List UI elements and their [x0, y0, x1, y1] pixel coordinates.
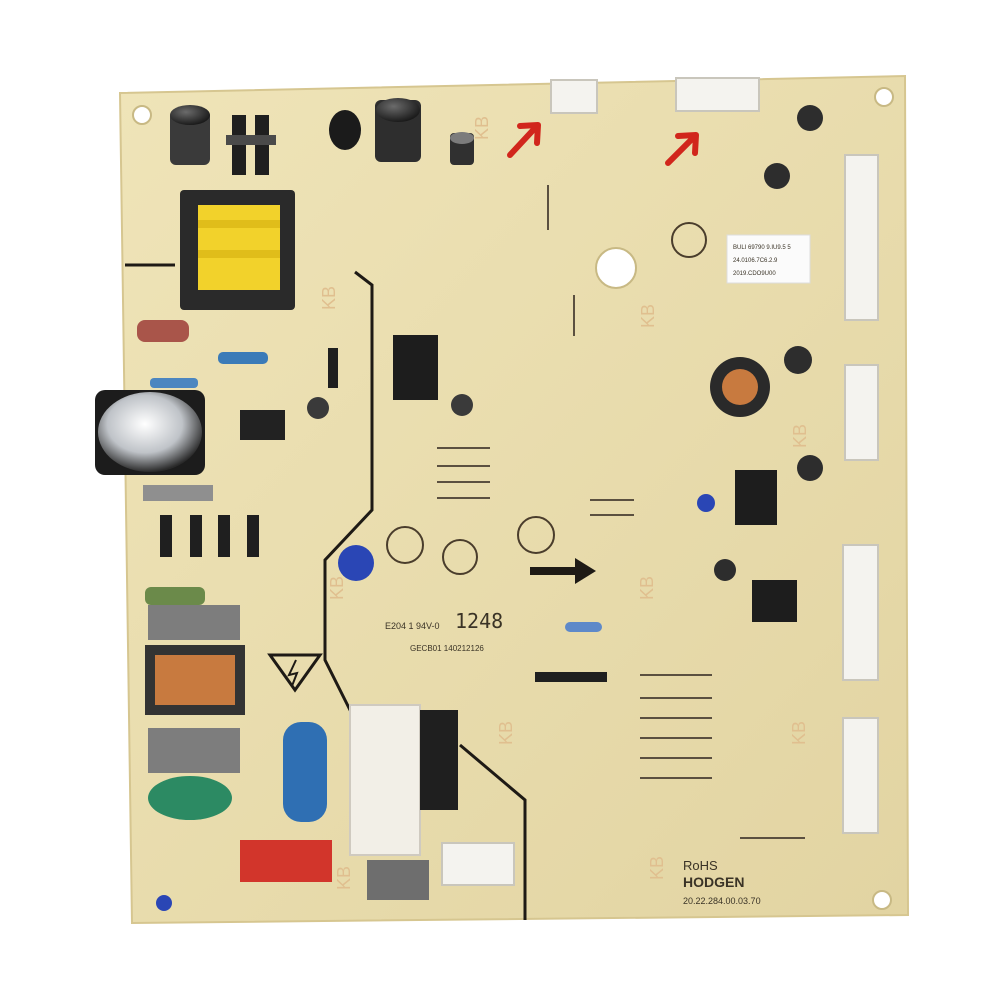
white-power-connector [441, 842, 515, 886]
electrolytic-capacitor [375, 98, 421, 162]
pcb-board [118, 74, 910, 925]
blue-dot [156, 895, 172, 911]
kb-logo: KB [789, 721, 809, 745]
diode [328, 348, 338, 388]
relay-connector [420, 710, 458, 810]
gray-component [143, 485, 213, 501]
side-connector [844, 154, 879, 321]
kb-logo: KB [327, 576, 347, 600]
rating-text: E204 1 94V-0 [385, 621, 440, 631]
small-capacitor [797, 455, 823, 481]
small-capacitor [784, 346, 812, 374]
kb-logo: KB [647, 856, 667, 880]
center-mounting-hole [595, 247, 637, 289]
kb-logo: KB [334, 866, 354, 890]
heatsink-diodes [226, 115, 276, 175]
small-capacitor [764, 163, 790, 189]
side-connector [842, 717, 879, 834]
regulator-ic [735, 470, 777, 525]
top-connector-wide [675, 77, 760, 112]
lightning-glyph [287, 659, 299, 687]
blue-capacitor-icon [338, 545, 374, 581]
part-number-text: 20.22.284.00.03.70 [683, 896, 761, 906]
blue-dot [697, 494, 715, 512]
side-connector [844, 364, 879, 461]
resistor [218, 352, 268, 364]
kb-logo: KB [496, 721, 516, 745]
green-varistor [145, 587, 205, 605]
gray-block [367, 860, 429, 900]
qc-stamp [517, 516, 555, 554]
large-electrolytic-capacitor [95, 390, 205, 475]
diode-row [160, 515, 259, 557]
side-connector [842, 544, 879, 681]
electrolytic-capacitor [170, 105, 210, 165]
qc-stamp [671, 222, 707, 258]
small-capacitor [451, 394, 473, 416]
regulator-ic [752, 580, 797, 622]
pcb-trace [459, 743, 527, 920]
red-arrow-icon [507, 122, 541, 158]
silkscreen-marks [437, 185, 805, 839]
ic-chip [240, 410, 285, 440]
mounting-hole [872, 890, 892, 910]
qc-stamp [442, 539, 478, 575]
brand-text: HODGEN [683, 874, 744, 890]
kb-logo: KB [472, 116, 492, 140]
relay [349, 704, 421, 856]
red-arrow-icon [665, 132, 699, 166]
kb-logo: KB [319, 286, 339, 310]
mounting-hole [132, 105, 152, 125]
transformer [180, 190, 295, 310]
toroid-inductor-core [722, 369, 758, 405]
inductor [329, 110, 361, 150]
kb-logo: KB [638, 304, 658, 328]
small-capacitor [797, 105, 823, 131]
sticker-line: 24.0106.7C6.2.9 [733, 258, 778, 264]
red-terminal-connector [240, 840, 332, 882]
cert-text: GECB01 140212126 [410, 644, 484, 653]
mounting-hole [874, 87, 894, 107]
top-connector-small [550, 79, 598, 114]
sticker-label [726, 234, 811, 284]
small-capacitor [450, 132, 474, 165]
qc-stamp [386, 526, 424, 564]
kb-logo: KB [790, 424, 810, 448]
printed-arrow-icon [530, 558, 596, 584]
emi-filter-choke [145, 605, 245, 820]
resistor [150, 378, 198, 388]
batch-code-text: 1248 [455, 609, 503, 633]
pin-header [535, 672, 607, 682]
rohs-text: RoHS [683, 858, 718, 873]
film-capacitor [137, 320, 189, 342]
small-capacitor [307, 397, 329, 419]
kb-logo: KB [637, 576, 657, 600]
small-capacitor [714, 559, 736, 581]
pcb-trace [323, 270, 374, 721]
crystal-oscillator [565, 622, 602, 632]
sticker-line: BULI 69790 9.IU9.5 5 [733, 245, 791, 251]
x-capacitor [283, 722, 327, 822]
high-voltage-warning-icon [267, 653, 323, 693]
regulator-ic [393, 335, 438, 400]
sticker-line: 2019.CDO9U00 [733, 271, 776, 277]
